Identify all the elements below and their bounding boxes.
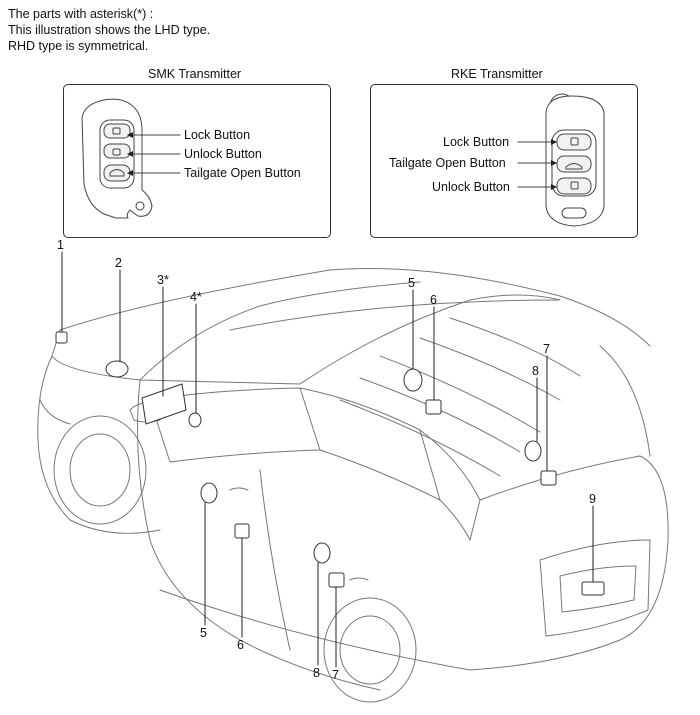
callout-leaders	[61, 251, 594, 668]
callout-7-bottom: 7	[332, 668, 339, 682]
note-line-1: The parts with asterisk(*) :	[8, 7, 154, 21]
callout-9: 9	[589, 492, 596, 506]
callout-8-right: 8	[532, 364, 539, 378]
callout-5-bottom: 5	[200, 626, 207, 640]
component-1-box	[55, 331, 68, 344]
component-3-module	[141, 383, 187, 425]
rke-tailgate-arrow	[551, 160, 557, 166]
rke-lock-button-label: Lock Button	[443, 135, 510, 149]
smk-transmitter-title: SMK Transmitter	[148, 67, 242, 81]
smk-unlock-button-label: Unlock Button	[184, 147, 262, 161]
callout-4: 4*	[190, 290, 202, 304]
rke-unlock-button-label: Unlock Button	[432, 180, 510, 194]
rke-transmitter-title: RKE Transmitter	[451, 67, 543, 81]
component-8-bottom	[313, 542, 331, 564]
rke-leader-lines	[517, 141, 557, 188]
callout-2: 2	[115, 256, 122, 270]
rke-unlock-arrow	[551, 184, 557, 190]
smk-lock-button-label: Lock Button	[184, 128, 251, 142]
smk-tailgate-button-label: Tailgate Open Button	[184, 166, 301, 180]
component-8-right	[524, 440, 542, 462]
component-7-bottom	[328, 572, 345, 588]
component-5-top	[403, 368, 423, 392]
note-line-2: This illustration shows the LHD type.	[8, 23, 211, 37]
callout-7-right: 7	[543, 342, 550, 356]
smk-lock-arrow	[127, 132, 133, 138]
smk-tailgate-arrow	[127, 170, 133, 176]
callout-6-top: 6	[430, 293, 437, 307]
component-9-box	[581, 581, 605, 596]
smk-unlock-arrow	[127, 151, 133, 157]
callout-3: 3*	[157, 273, 169, 287]
vehicle-outline	[37, 267, 669, 703]
note-line-3: RHD type is symmetrical.	[8, 39, 149, 53]
components	[55, 331, 605, 596]
smk-leader-lines	[127, 134, 181, 174]
component-4-button	[188, 412, 202, 428]
component-5-bottom	[200, 482, 218, 504]
callout-1: 1	[57, 238, 64, 252]
callout-5-top: 5	[408, 276, 415, 290]
callout-6-bottom: 6	[237, 638, 244, 652]
smk-key-fob	[81, 98, 153, 219]
component-6-bottom	[234, 523, 250, 539]
component-7-right	[540, 470, 557, 486]
component-2-puck	[105, 360, 129, 378]
rke-flip-key	[545, 93, 605, 227]
callout-8-bottom: 8	[313, 666, 320, 680]
component-6-top	[425, 399, 442, 415]
rke-lock-arrow	[551, 139, 557, 145]
asterisk-note: The parts with asterisk(*) : This illust…	[8, 6, 210, 54]
rke-tailgate-button-label: Tailgate Open Button	[389, 156, 506, 170]
